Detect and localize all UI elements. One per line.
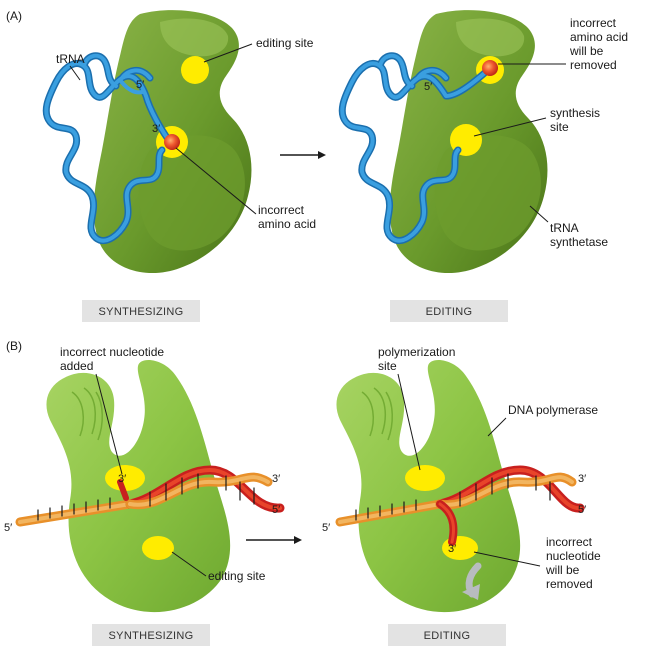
arrow-right-icon xyxy=(280,151,326,159)
incorrect-nucleotide-label-2: added xyxy=(60,359,93,373)
stage-label-b-right: EDITING xyxy=(424,630,471,642)
three-prime-site-b-left: 3′ xyxy=(118,473,126,485)
incorrect-amino-acid-right xyxy=(482,60,498,76)
incorrect-nucleotide-label-1: incorrect nucleotide xyxy=(60,345,164,359)
stage-label-a-right: EDITING xyxy=(426,306,473,318)
synthesis-site-label-2: site xyxy=(550,120,569,134)
five-prime-label-a-right: 5′ xyxy=(424,81,432,93)
stage-box-a-right: EDITING xyxy=(390,300,508,322)
synthesis-site-label-1: synthesis xyxy=(550,106,600,120)
panel-a-letter: (A) xyxy=(6,9,22,23)
stage-label-b-left: SYNTHESIZING xyxy=(109,630,194,642)
removed-nt-label-1: incorrect xyxy=(546,535,593,549)
three-prime-end-b-right: 3′ xyxy=(578,473,586,485)
polymerization-site-left xyxy=(105,465,145,491)
removed-nt-label-3: will be xyxy=(545,563,580,577)
five-prime-right-b-right: 5′ xyxy=(578,504,586,516)
three-prime-label-a-left: 3′ xyxy=(152,123,160,135)
stage-box-b-right: EDITING xyxy=(388,624,506,646)
polymerization-site-right xyxy=(405,465,445,491)
trna-left xyxy=(42,52,174,245)
removed-aa-label-2: amino acid xyxy=(570,30,628,44)
editing-site-b-left xyxy=(142,536,174,560)
incorrect-amino-acid-label-1: incorrect xyxy=(258,203,305,217)
dna-right xyxy=(335,465,585,546)
five-prime-label-a-left: 5′ xyxy=(136,79,144,91)
five-prime-left-b-right: 5′ xyxy=(322,522,330,534)
curved-return-arrow-icon xyxy=(462,562,482,600)
stage-box-a-left: SYNTHESIZING xyxy=(82,300,200,322)
stage-label-a-left: SYNTHESIZING xyxy=(99,306,184,318)
arrow-right-icon xyxy=(246,536,302,544)
editing-site-left xyxy=(181,56,209,84)
polymerization-site-label-2: site xyxy=(378,359,397,373)
removed-nt-label-4: removed xyxy=(546,577,593,591)
trna-synthetase-label-2: synthetase xyxy=(550,235,608,249)
removed-aa-label-3: will be xyxy=(569,44,604,58)
editing-site-label-a: editing site xyxy=(256,36,314,50)
stage-box-b-left: SYNTHESIZING xyxy=(92,624,210,646)
removed-aa-label-1: incorrect xyxy=(570,16,617,30)
trna-synthetase-label-1: tRNA xyxy=(550,221,579,235)
trna-label: tRNA xyxy=(56,52,85,66)
five-prime-right-b-left: 5′ xyxy=(272,504,280,516)
incorrect-amino-acid-label-2: amino acid xyxy=(258,217,316,231)
panel-b-letter: (B) xyxy=(6,339,22,353)
dna-left xyxy=(15,465,285,527)
editing-site-label-b: editing site xyxy=(208,569,266,583)
dna-polymerase-label: DNA polymerase xyxy=(508,403,598,417)
trna-right xyxy=(338,52,492,245)
three-prime-site-b-right: 3′ xyxy=(448,543,456,555)
polymerization-site-label-1: polymerization xyxy=(378,345,455,359)
removed-nt-label-2: nucleotide xyxy=(546,549,601,563)
five-prime-left-b-left: 5′ xyxy=(4,522,12,534)
removed-aa-label-4: removed xyxy=(570,58,617,72)
three-prime-end-b-left: 3′ xyxy=(272,473,280,485)
incorrect-amino-acid-left xyxy=(164,134,180,150)
